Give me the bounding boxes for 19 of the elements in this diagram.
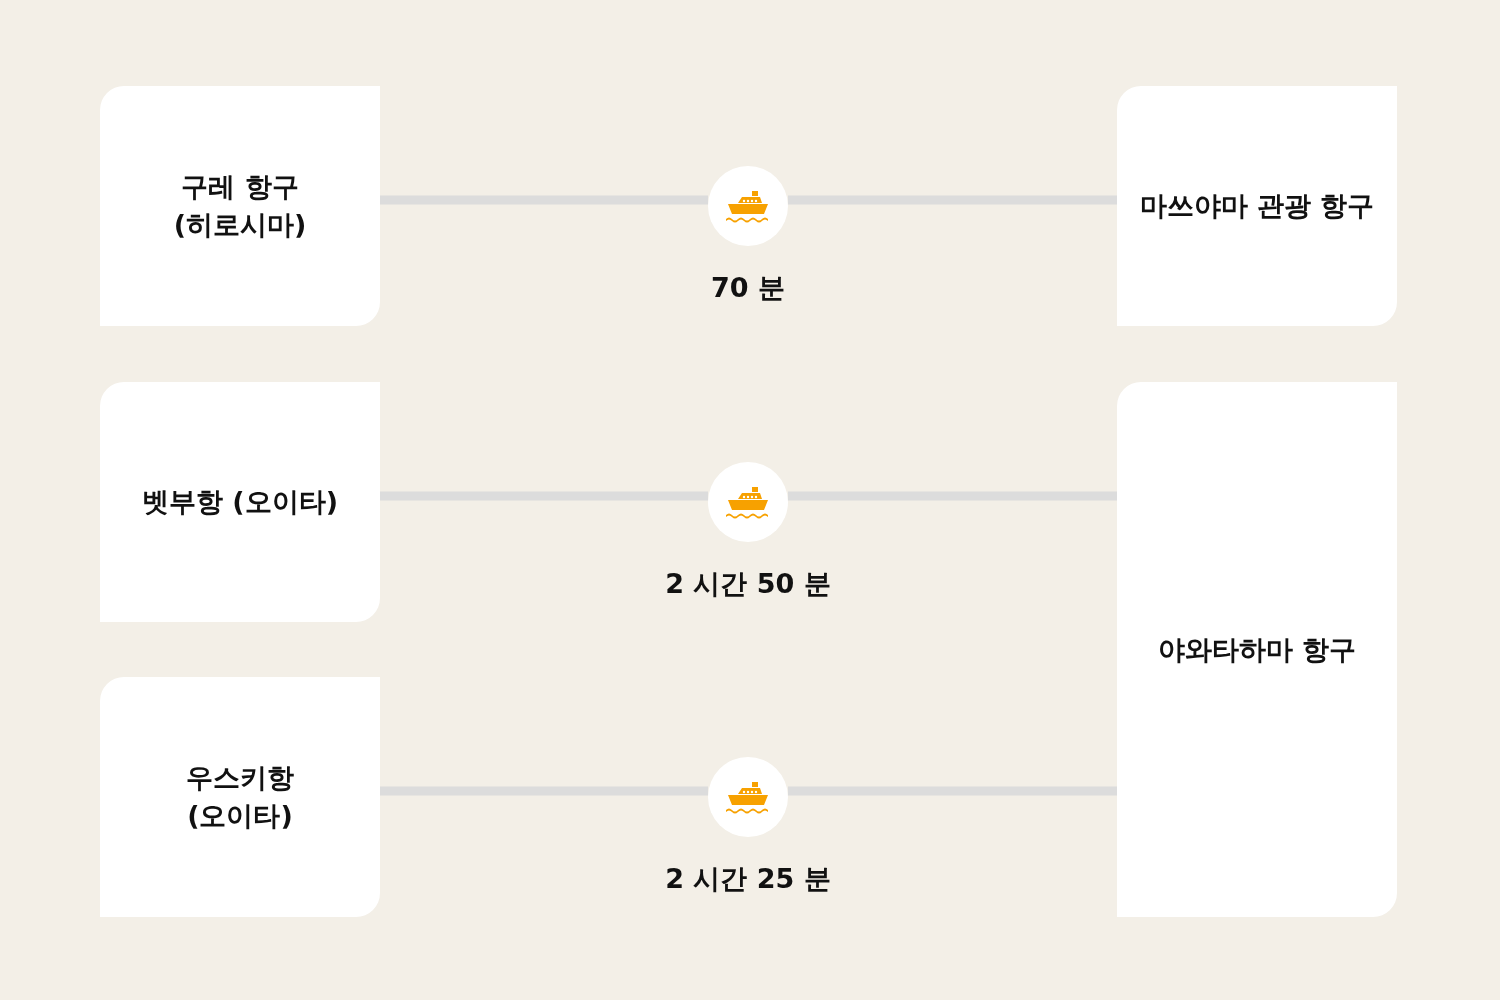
port-name: 우스키항 (오이타) (185, 761, 295, 833)
connector-line (380, 195, 708, 205)
port-name: 벳부항 (오이타) (141, 485, 339, 520)
duration-label: 2 시간 25 분 (665, 862, 831, 896)
port-box (100, 382, 380, 622)
connector-line (380, 491, 708, 501)
duration-label: 70 분 (711, 271, 785, 305)
connector-line (788, 491, 1117, 501)
port-box (1117, 382, 1397, 917)
duration-label: 2 시간 50 분 (665, 567, 831, 601)
port-name: 구레 항구 (히로시마) (172, 170, 308, 242)
port-box (100, 677, 380, 917)
connector-line (788, 786, 1117, 796)
connector-line (788, 195, 1117, 205)
port-box (1117, 86, 1397, 326)
port-name: 마쓰야마 관광 항구 (1139, 189, 1375, 224)
port-box (100, 86, 380, 326)
connector-line (380, 786, 708, 796)
port-name: 야와타하마 항구 (1157, 632, 1357, 667)
